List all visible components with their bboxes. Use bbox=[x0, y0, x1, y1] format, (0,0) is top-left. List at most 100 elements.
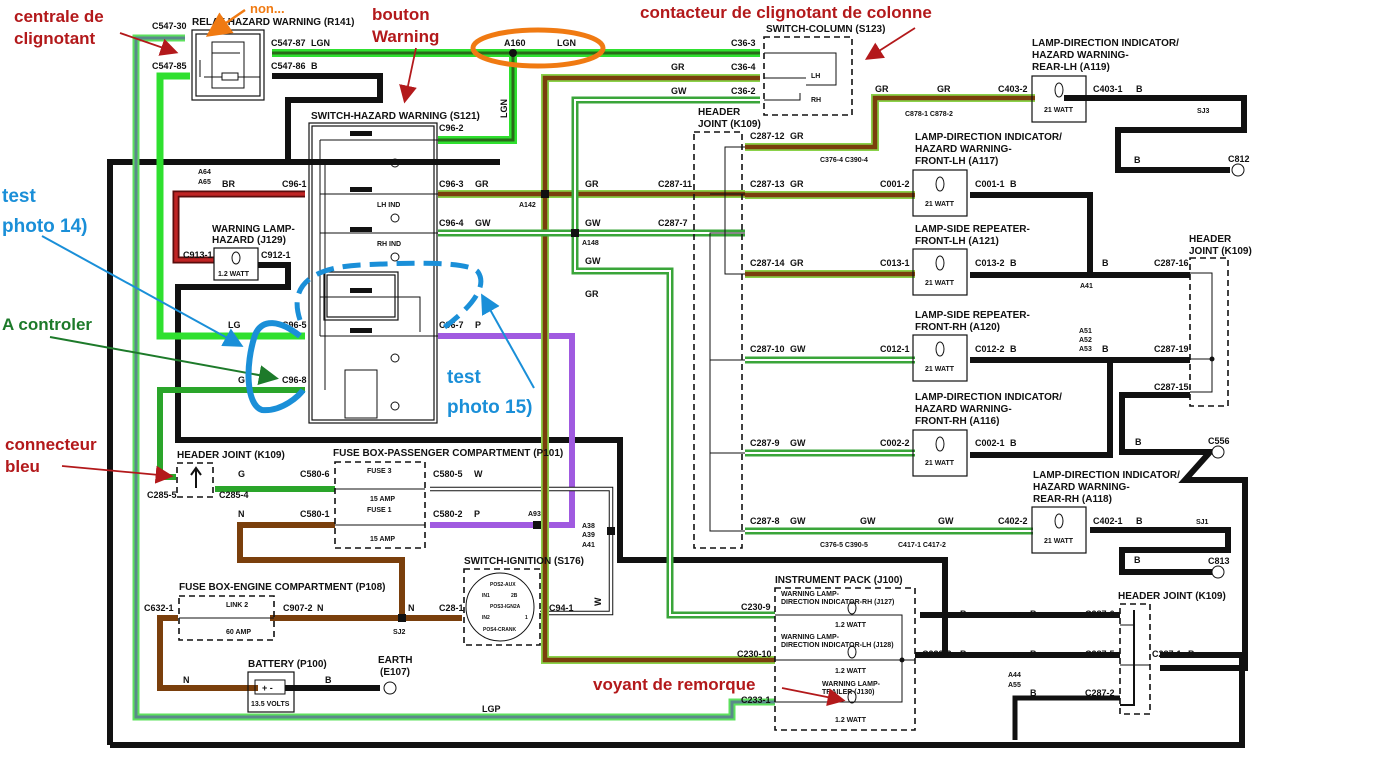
inline-c376-4: C376-4 C390-4 bbox=[820, 157, 868, 164]
a116-rating: 21 WATT bbox=[925, 460, 955, 467]
wire-label: N bbox=[408, 603, 415, 613]
wire-label: B bbox=[1010, 258, 1017, 268]
j127-title: DIRECTION INDICATOR-RH (J127) bbox=[781, 599, 894, 606]
wire-label: B bbox=[1188, 649, 1195, 659]
wire-label: GW bbox=[790, 516, 806, 526]
annotation-centrale: clignotant bbox=[14, 29, 96, 48]
wire-label: B bbox=[1134, 555, 1141, 565]
header-joint-right: HEADER JOINT (K109) C287-16 C287-19 C287… bbox=[1135, 234, 1252, 447]
wire-b-j129 bbox=[175, 262, 1120, 658]
hj-right-title: JOINT (K109) bbox=[1189, 246, 1252, 257]
annotation-test14: test bbox=[2, 186, 36, 207]
wire-p bbox=[430, 333, 575, 528]
fuse-1-rating: 15 AMP bbox=[370, 536, 395, 543]
splice-a65: A65 bbox=[198, 179, 211, 186]
wires bbox=[107, 34, 1248, 748]
a119-title: REAR-LH (A119) bbox=[1032, 62, 1110, 73]
label-c813: C813 bbox=[1208, 556, 1230, 566]
pin-c96-3: C96-3 bbox=[439, 179, 464, 189]
header-joint-center: HEADER JOINT (K109) C287-12 C287-11 C287… bbox=[198, 84, 954, 549]
wire-label: G bbox=[238, 469, 245, 479]
a118-title: HAZARD WARNING- bbox=[1033, 482, 1130, 493]
pin-c907-2: C907-2 bbox=[283, 603, 313, 613]
annotation-bouton: Warning bbox=[372, 27, 439, 46]
pin-c913-1: C913-1 bbox=[183, 250, 213, 260]
wire-b-c556 bbox=[1119, 392, 1248, 671]
pin-c287-7: C287-7 bbox=[658, 218, 688, 228]
wire-b-a117 bbox=[970, 192, 1190, 278]
annotations: non... centrale de clignotant bouton War… bbox=[2, 1, 932, 707]
warning-lamp-hazard: WARNING LAMP- HAZARD (J129) C913-1 C912-… bbox=[183, 224, 295, 281]
wire-label-gr: GR bbox=[475, 179, 489, 189]
pin-c96-2: C96-2 bbox=[439, 123, 464, 133]
wire-label: GW bbox=[585, 256, 601, 266]
annotation-non: non... bbox=[250, 1, 285, 16]
splice-sj3: SJ3 bbox=[1197, 108, 1210, 115]
wire-label: B bbox=[960, 609, 967, 619]
ground-earth bbox=[383, 681, 397, 695]
annotation-test15: test bbox=[447, 367, 481, 388]
link-2: LINK 2 bbox=[226, 602, 248, 609]
pin-c36-3: C36-3 bbox=[731, 38, 756, 48]
wire-w bbox=[430, 486, 614, 616]
pin-c002-1: C002-1 bbox=[975, 438, 1005, 448]
wire-label: B bbox=[325, 675, 332, 685]
splice-a160: A160 bbox=[504, 38, 526, 48]
instrument-pack-title: INSTRUMENT PACK (J100) bbox=[775, 575, 903, 586]
j127-title: WARNING LAMP- bbox=[781, 591, 840, 598]
a121-title: LAMP-SIDE REPEATER- bbox=[915, 224, 1030, 235]
a121-title: FRONT-LH (A121) bbox=[915, 236, 999, 247]
pin-c013-2: C013-2 bbox=[975, 258, 1005, 268]
wire-label: GW bbox=[585, 218, 601, 228]
a116-title: FRONT-RH (A116) bbox=[915, 416, 999, 427]
annotation-connecteur: bleu bbox=[5, 457, 40, 476]
pin-c402-1: C402-1 bbox=[1093, 516, 1123, 526]
pin-c580-6: C580-6 bbox=[300, 469, 330, 479]
pin-c287-12: C287-12 bbox=[750, 131, 785, 141]
j129-title-1: WARNING LAMP- bbox=[212, 224, 295, 235]
wire-label: B bbox=[1030, 649, 1037, 659]
splice-a39: A39 bbox=[582, 532, 595, 539]
wire-label: N bbox=[183, 675, 190, 685]
lamp-rear-lh: LAMP-DIRECTION INDICATOR/ HAZARD WARNING… bbox=[998, 38, 1210, 165]
pin-c94-1: C94-1 bbox=[549, 603, 574, 613]
test-loop-photo15 bbox=[294, 260, 484, 335]
splice-a148: A148 bbox=[582, 240, 599, 247]
a119-title: HAZARD WARNING- bbox=[1032, 50, 1129, 61]
wire-label: B bbox=[1030, 609, 1037, 619]
a119-rating: 21 WATT bbox=[1044, 107, 1074, 114]
j128-title: DIRECTION INDICATOR-LH (J128) bbox=[781, 642, 894, 649]
wire-label-p: P bbox=[475, 320, 481, 330]
annotation-voyant: voyant de remorque bbox=[593, 675, 756, 694]
splice-a57: A57 bbox=[1008, 612, 1021, 619]
wire-label-lg: LG bbox=[228, 320, 241, 330]
fuse-box-passenger: FUSE BOX-PASSENGER COMPARTMENT (P101) FU… bbox=[238, 448, 595, 549]
wire-lg bbox=[156, 72, 305, 340]
highlight-ellipse-a160 bbox=[470, 27, 606, 69]
pin-c287-8: C287-8 bbox=[750, 516, 780, 526]
pos-2b: 2B bbox=[511, 593, 518, 599]
pin-c287-1: C287-1 bbox=[1152, 649, 1182, 659]
wire-label: B bbox=[1030, 688, 1037, 698]
wire-n-battery bbox=[157, 615, 258, 691]
battery-rating: 13.5 VOLTS bbox=[251, 701, 290, 708]
wire-label: B bbox=[1134, 155, 1141, 165]
wire-label-lgn-top: LGN bbox=[557, 38, 576, 48]
pin-c287-15: C287-15 bbox=[1154, 382, 1189, 392]
splice-a41: A41 bbox=[582, 542, 595, 549]
hj-center-title-2: JOINT (K109) bbox=[698, 119, 761, 130]
annotation-controler: A controler bbox=[2, 315, 92, 334]
pin-c287-5: C287-5 bbox=[1085, 649, 1115, 659]
pin-c96-8: C96-8 bbox=[282, 375, 307, 385]
earth-title: EARTH bbox=[378, 655, 412, 666]
wire-label: GR bbox=[790, 131, 804, 141]
wire-label-lgn-vertical: LGN bbox=[499, 99, 509, 118]
annotation-contacteur: contacteur de clignotant de colonne bbox=[640, 3, 932, 22]
hj-bottom-title: HEADER JOINT (K109) bbox=[1118, 591, 1226, 602]
wire-label: GW bbox=[938, 516, 954, 526]
wire-label: GW bbox=[790, 344, 806, 354]
pin-c285-4: C285-4 bbox=[219, 490, 249, 500]
splice-a64: A64 bbox=[198, 169, 211, 176]
lamp-front-rh: LAMP-DIRECTION INDICATOR/ HAZARD WARNING… bbox=[880, 392, 1062, 477]
